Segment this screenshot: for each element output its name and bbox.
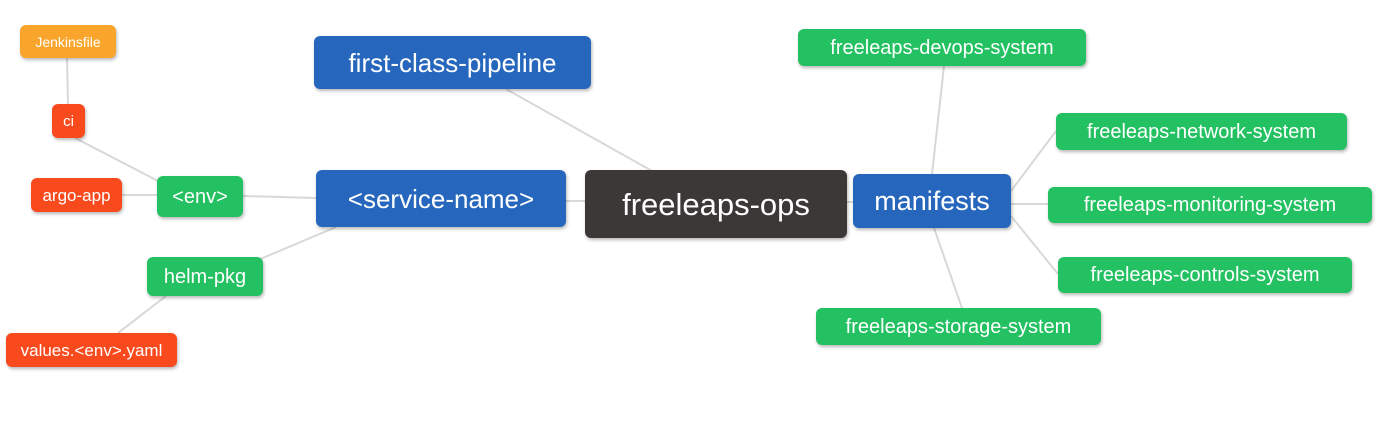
edge-helmpkg-servicename: [257, 226, 337, 261]
edge-manifests-controls: [1010, 215, 1059, 275]
edge-jenkinsfile-ci: [66, 57, 69, 105]
edge-pipeline-freeleapsops: [505, 88, 653, 172]
node-service-name[interactable]: <service-name>: [316, 170, 566, 227]
edge-values-helmpkg: [117, 295, 167, 334]
node-freeleaps-storage-system[interactable]: freeleaps-storage-system: [816, 308, 1101, 345]
node-argo-app[interactable]: argo-app: [31, 178, 122, 212]
node-first-class-pipeline[interactable]: first-class-pipeline: [314, 36, 591, 89]
edge-ci-env: [74, 137, 163, 184]
node-ci[interactable]: ci: [52, 104, 85, 138]
node-manifests[interactable]: manifests: [853, 174, 1011, 228]
node-values-env-yaml[interactable]: values.<env>.yaml: [6, 333, 177, 367]
node-env[interactable]: <env>: [157, 176, 243, 217]
edge-manifests-storage: [933, 227, 963, 309]
node-freeleaps-monitoring-system[interactable]: freeleaps-monitoring-system: [1048, 187, 1372, 223]
node-freeleaps-devops-system[interactable]: freeleaps-devops-system: [798, 29, 1086, 66]
node-freeleaps-network-system[interactable]: freeleaps-network-system: [1056, 113, 1347, 150]
node-freeleaps-controls-system[interactable]: freeleaps-controls-system: [1058, 257, 1352, 293]
edge-manifests-devops: [931, 65, 945, 175]
node-jenkinsfile[interactable]: Jenkinsfile: [20, 25, 116, 58]
node-freeleaps-ops-root[interactable]: freeleaps-ops: [585, 170, 847, 238]
edge-manifests-network: [1010, 130, 1057, 192]
node-helm-pkg[interactable]: helm-pkg: [147, 257, 263, 296]
edge-env-servicename: [242, 195, 317, 199]
